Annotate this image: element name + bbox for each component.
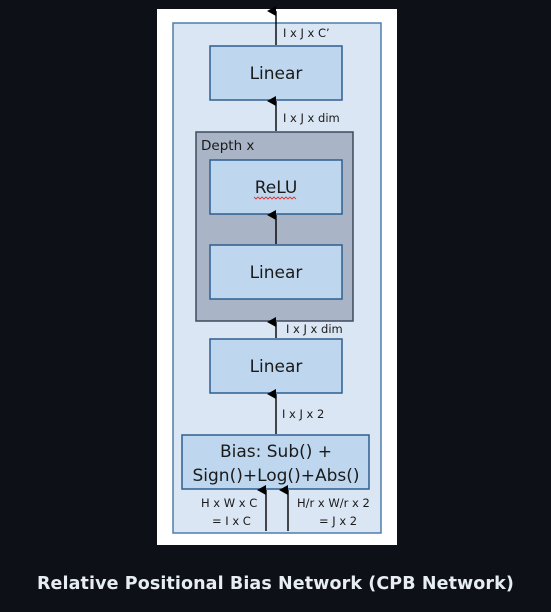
- inner-linear-label: Linear: [250, 263, 303, 283]
- depth-label: Depth x: [201, 138, 254, 154]
- after-bottom-linear-dim-label: I x J x dim: [286, 322, 343, 336]
- input-right-dim-line2: = J x 2: [319, 514, 357, 528]
- bias-block: [181, 434, 370, 490]
- spellcheck-underline: [253, 196, 297, 200]
- input-left-dim-line2: = I x C: [212, 514, 251, 528]
- input-left-dim-line1: H x W x C: [201, 496, 257, 510]
- relu-label: ReLU: [255, 178, 298, 198]
- input-right-dim-line1: H/r x W/r x 2: [297, 496, 370, 510]
- bias-label-line2: Sign()+Log()+Abs(): [192, 466, 359, 486]
- relu-block: [209, 159, 343, 215]
- top-linear-label: Linear: [250, 64, 303, 84]
- top-linear-block: [209, 45, 343, 101]
- bottom-linear-label: Linear: [250, 357, 303, 377]
- output-dim-label: I x J x C’: [283, 26, 330, 40]
- after-bias-dim-label: I x J x 2: [282, 407, 324, 421]
- bias-label-line1: Bias: Sub() +: [220, 442, 332, 462]
- inner-linear-block: [209, 244, 343, 300]
- after-depth-dim-label: I x J x dim: [283, 111, 340, 125]
- figure-caption: Relative Positional Bias Network (CPB Ne…: [36, 574, 514, 594]
- bottom-linear-block: [209, 338, 343, 394]
